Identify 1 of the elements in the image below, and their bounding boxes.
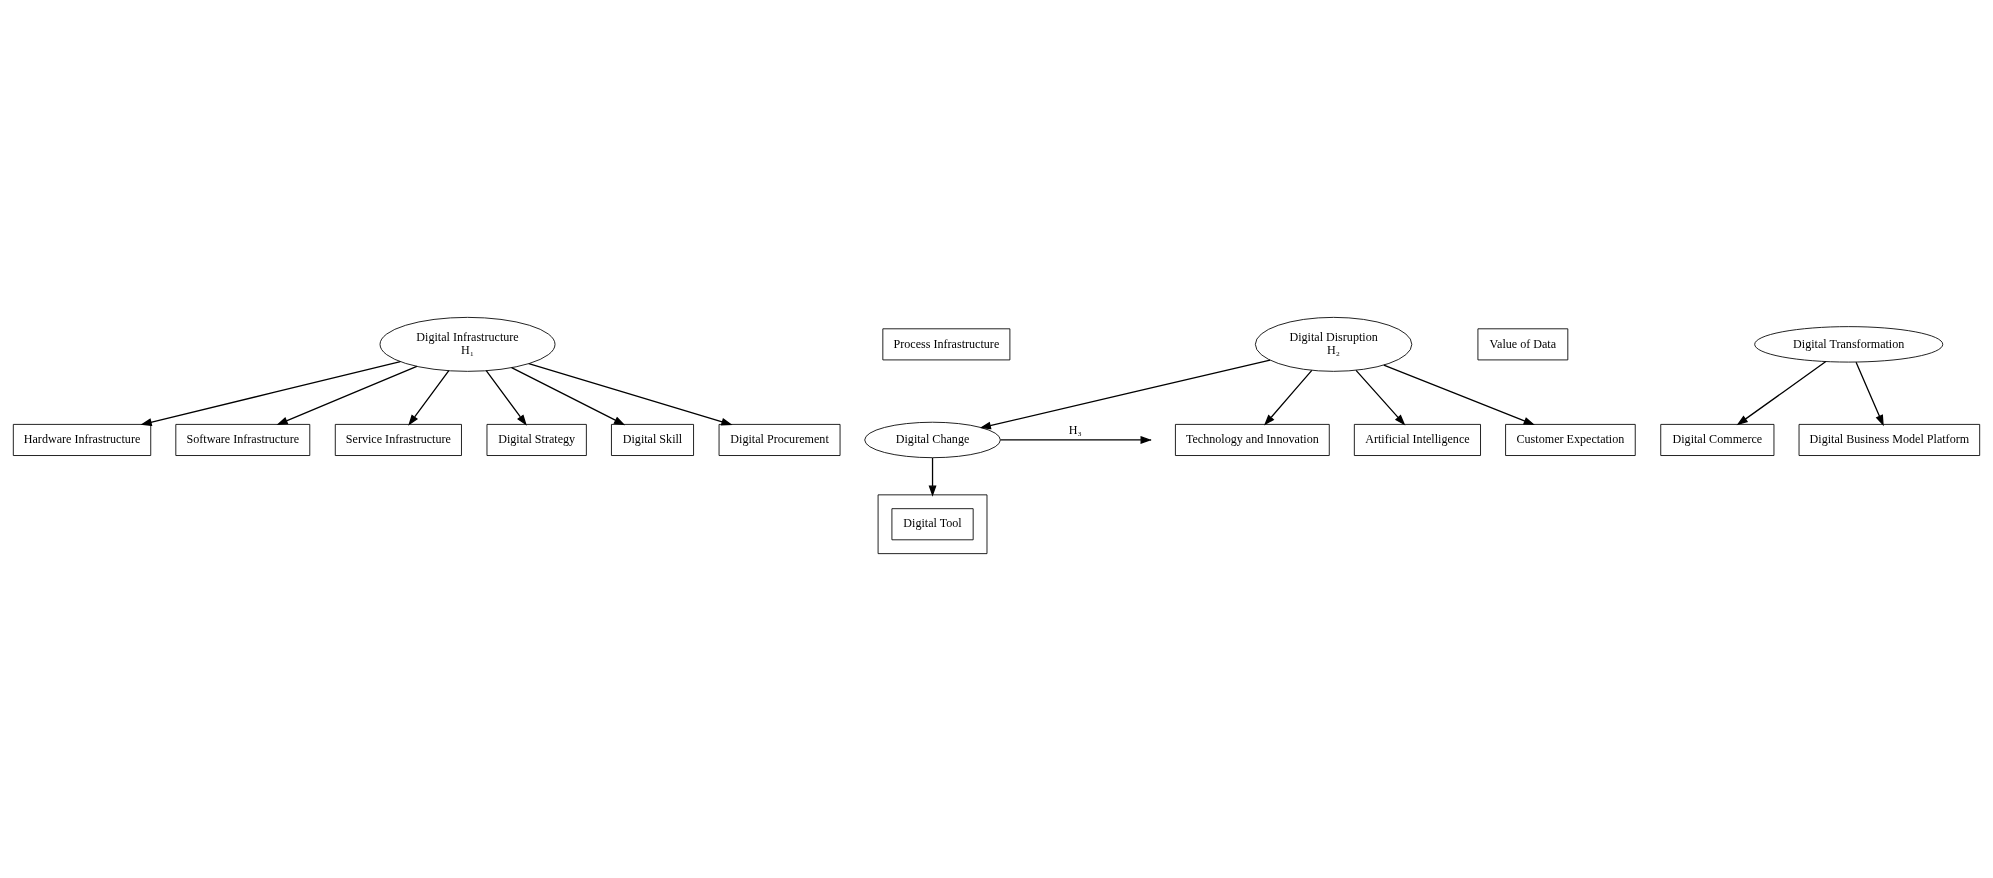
edge-label: H₃ [1068,423,1082,438]
